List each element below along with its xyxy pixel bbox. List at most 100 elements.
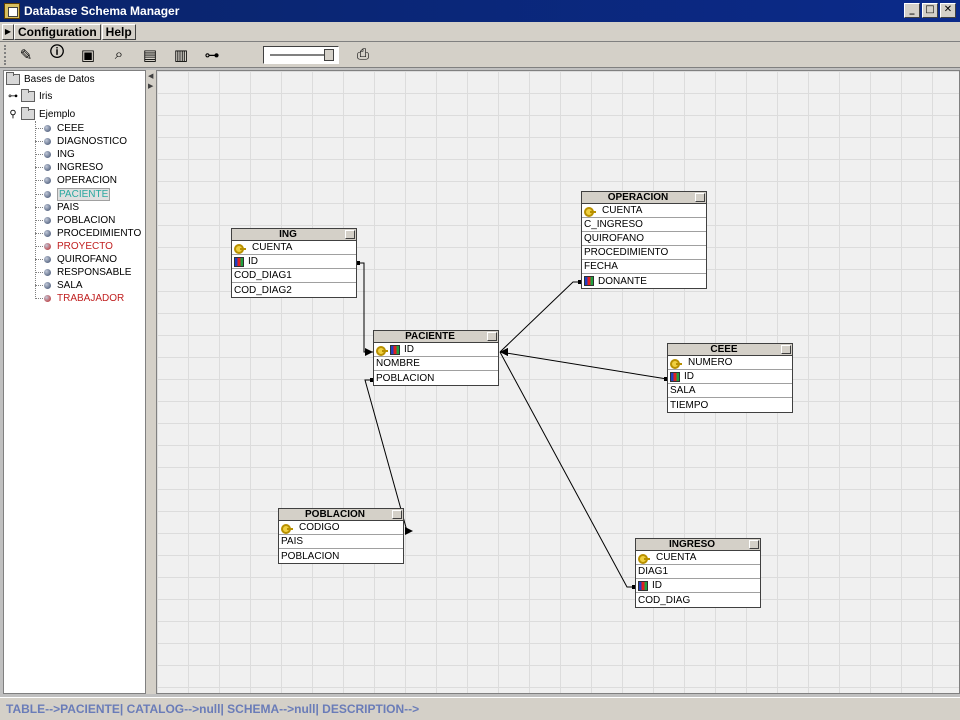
field-name: CUENTA bbox=[252, 242, 293, 253]
table-menu-button[interactable] bbox=[487, 332, 497, 341]
table-field-row[interactable]: CUENTA bbox=[232, 241, 356, 255]
foreign-key-icon bbox=[390, 344, 400, 355]
tree-node-label: Iris bbox=[39, 91, 53, 102]
splitter[interactable]: ◀ ▶ bbox=[146, 70, 156, 694]
field-name: COD_DIAG1 bbox=[234, 270, 292, 281]
tree-table-item[interactable]: PAIS bbox=[44, 201, 79, 214]
table-field-row[interactable]: SALA bbox=[668, 384, 792, 398]
table-header[interactable]: POBLACION bbox=[279, 509, 403, 521]
tree-table-item[interactable]: CEEE bbox=[44, 122, 84, 135]
table-field-row[interactable]: COD_DIAG1 bbox=[232, 269, 356, 283]
tree-table-item[interactable]: INGRESO bbox=[44, 161, 103, 174]
tree-root[interactable]: Bases de Datos bbox=[6, 72, 95, 86]
expander-icon[interactable]: ⊶ bbox=[8, 91, 18, 102]
tree-node[interactable]: ⊶ Iris bbox=[8, 89, 53, 103]
map-icon[interactable]: ▣ bbox=[80, 46, 96, 64]
table-icon bbox=[44, 138, 51, 146]
relation-operacion-paciente bbox=[499, 281, 581, 353]
tree-table-item[interactable]: RESPONSABLE bbox=[44, 266, 131, 279]
tree-table-item[interactable]: PACIENTE bbox=[44, 187, 111, 201]
tree-table-item[interactable]: DIAGNOSTICO bbox=[44, 135, 127, 148]
table-field-row[interactable]: COD_DIAG2 bbox=[232, 283, 356, 297]
tree-table-item[interactable]: TRABAJADOR bbox=[44, 292, 124, 305]
table-field-row[interactable]: PROCEDIMIENTO bbox=[582, 246, 706, 260]
properties-icon[interactable]: ▤ bbox=[142, 46, 158, 64]
table-field-row[interactable]: NUMERO bbox=[668, 356, 792, 370]
table-menu-button[interactable] bbox=[749, 540, 759, 549]
table-field-row[interactable]: POBLACION bbox=[279, 549, 403, 563]
tree-table-item[interactable]: PROYECTO bbox=[44, 240, 113, 253]
table-field-row[interactable]: DIAG1 bbox=[636, 565, 760, 579]
menu-help[interactable]: Help bbox=[101, 23, 136, 40]
tree-table-item[interactable]: QUIROFANO bbox=[44, 253, 117, 266]
table-menu-button[interactable] bbox=[345, 230, 355, 239]
tree-table-item[interactable]: POBLACION bbox=[44, 214, 115, 227]
tree-table-item[interactable]: ING bbox=[44, 148, 75, 161]
tree-table-label: PACIENTE bbox=[57, 187, 111, 201]
table-field-row[interactable]: TIEMPO bbox=[668, 398, 792, 412]
table-menu-button[interactable] bbox=[781, 345, 791, 354]
table-menu-button[interactable] bbox=[695, 193, 705, 202]
table-field-row[interactable]: DONANTE bbox=[582, 274, 706, 288]
relations-icon[interactable]: ⊶ bbox=[204, 46, 220, 64]
tree-table-item[interactable]: SALA bbox=[44, 279, 83, 292]
title-bar: Database Schema Manager _ □ ✕ bbox=[0, 0, 960, 22]
relation-arrow-icon bbox=[500, 348, 508, 356]
table-field-row[interactable]: ID bbox=[636, 579, 760, 593]
layout-icon[interactable]: ▥ bbox=[173, 46, 189, 64]
toolbar-grip[interactable] bbox=[4, 44, 8, 65]
tree-table-item[interactable]: PROCEDIMIENTO bbox=[44, 227, 141, 240]
field-name: PROCEDIMIENTO bbox=[584, 247, 669, 258]
database-tree[interactable]: Bases de Datos ⊶ Iris ⚲ Ejemplo CEEE DIA… bbox=[3, 70, 146, 694]
table-field-row[interactable]: QUIROFANO bbox=[582, 232, 706, 246]
table-field-row[interactable]: CUENTA bbox=[636, 551, 760, 565]
field-name: NOMBRE bbox=[376, 358, 420, 369]
zoom-slider[interactable] bbox=[263, 45, 339, 64]
splitter-right-arrow-icon[interactable]: ▶ bbox=[148, 83, 154, 90]
table-header[interactable]: OPERACION bbox=[582, 192, 706, 204]
status-bar: TABLE-->PACIENTE| CATALOG-->null| SCHEMA… bbox=[0, 697, 960, 720]
table-field-row[interactable]: C_INGRESO bbox=[582, 218, 706, 232]
table-menu-button[interactable] bbox=[392, 510, 402, 519]
menu-configuration[interactable]: Configuration bbox=[14, 23, 101, 40]
expander-icon[interactable]: ⚲ bbox=[9, 109, 17, 120]
table-field-row[interactable]: ID bbox=[374, 343, 498, 357]
tree-node[interactable]: ⚲ Ejemplo bbox=[8, 107, 75, 121]
database-info-icon[interactable]: 🛈 bbox=[49, 44, 65, 61]
menu-collapse-icon[interactable]: ▶ bbox=[2, 23, 14, 40]
tree-table-item[interactable]: OPERACION bbox=[44, 174, 117, 187]
field-name: CODIGO bbox=[299, 522, 340, 533]
table-header[interactable]: ING bbox=[232, 229, 356, 241]
field-name: C_INGRESO bbox=[584, 219, 643, 230]
table-header[interactable]: INGRESO bbox=[636, 539, 760, 551]
table-field-row[interactable]: NOMBRE bbox=[374, 357, 498, 371]
table-header[interactable]: PACIENTE bbox=[374, 331, 498, 343]
table-field-row[interactable]: CUENTA bbox=[582, 204, 706, 218]
table-field-row[interactable]: COD_DIAG bbox=[636, 593, 760, 607]
table-field-row[interactable]: FECHA bbox=[582, 260, 706, 274]
tree-table-label: DIAGNOSTICO bbox=[57, 136, 128, 148]
splitter-left-arrow-icon[interactable]: ◀ bbox=[148, 73, 154, 80]
maximize-button[interactable]: □ bbox=[922, 3, 938, 18]
close-button[interactable]: ✕ bbox=[940, 3, 956, 18]
slider-thumb[interactable] bbox=[324, 48, 334, 61]
table-header[interactable]: CEEE bbox=[668, 344, 792, 356]
table-field-row[interactable]: POBLACION bbox=[374, 371, 498, 385]
binoculars-icon[interactable]: ⌕ bbox=[114, 46, 124, 63]
tree-connector bbox=[35, 259, 43, 260]
table-field-row[interactable]: CODIGO bbox=[279, 521, 403, 535]
print-icon[interactable]: ⎙ bbox=[356, 46, 369, 63]
minimize-button[interactable]: _ bbox=[904, 3, 920, 18]
edit-schema-icon[interactable]: ✎ bbox=[19, 46, 33, 64]
table-field-row[interactable]: ID bbox=[668, 370, 792, 384]
table-icon bbox=[44, 282, 51, 290]
table-field-row[interactable]: PAIS bbox=[279, 535, 403, 549]
table-field-row[interactable]: ID bbox=[232, 255, 356, 269]
